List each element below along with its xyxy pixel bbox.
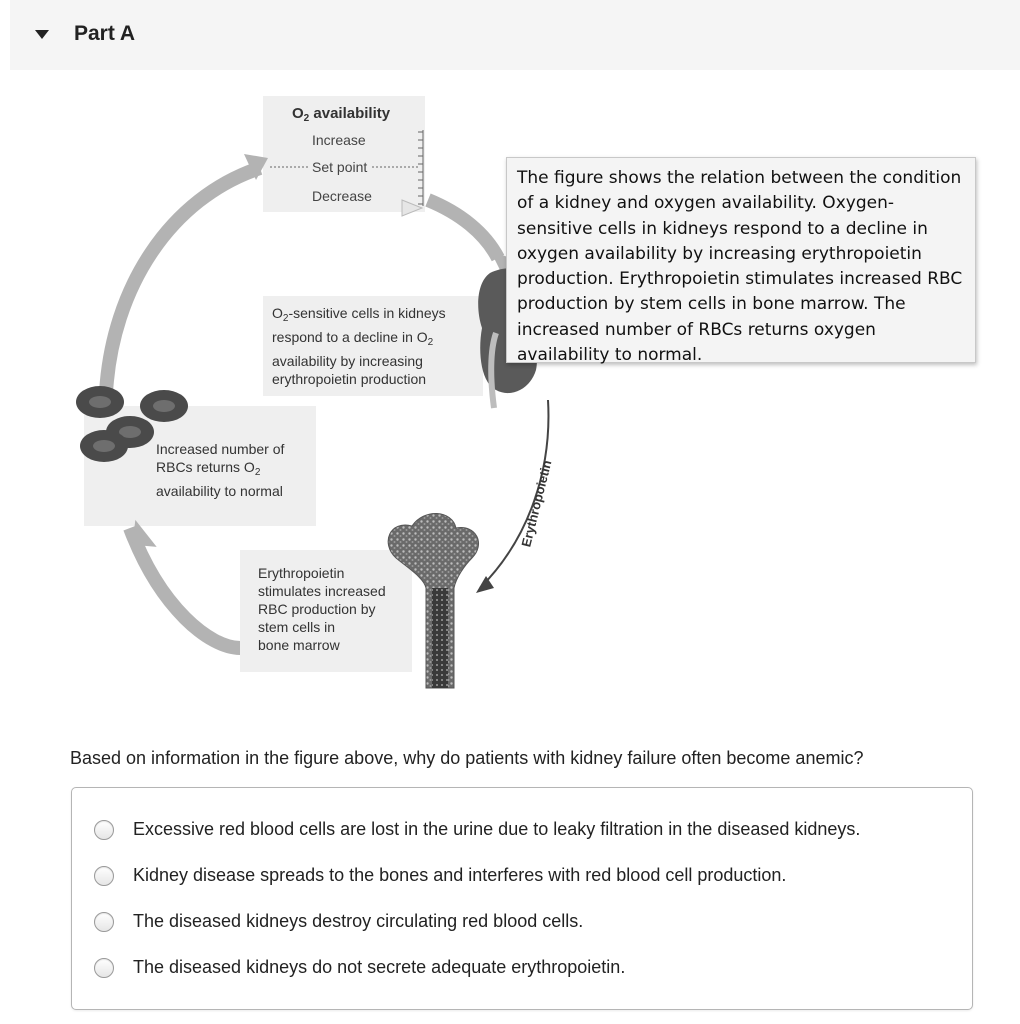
gauge-increase-label: Increase xyxy=(312,132,366,148)
part-title: Part A xyxy=(74,22,136,45)
radio-button[interactable] xyxy=(94,912,114,932)
feedback-loop-graphic xyxy=(76,96,576,689)
figure-description-tooltip: The figure shows the relation between th… xyxy=(506,157,976,365)
cycle-arrow-right-top xyxy=(425,193,505,262)
red-blood-cells xyxy=(76,386,188,462)
question-text: Based on information in the figure above… xyxy=(70,748,864,768)
radio-button[interactable] xyxy=(94,958,114,978)
part-a-header[interactable]: Part A xyxy=(10,0,1020,70)
answer-options: Excessive red blood cells are lost in th… xyxy=(71,787,973,1010)
kidney-response-box xyxy=(263,296,483,396)
answer-option-label[interactable]: Kidney disease spreads to the bones and … xyxy=(133,865,787,885)
gauge-decrease-label: Decrease xyxy=(312,188,372,204)
marrow-box xyxy=(240,550,412,672)
erythropoietin-figure: O2 availability Increase Set point Decre… xyxy=(60,88,590,698)
o2-availability-box xyxy=(263,96,425,212)
gauge-set-point-label: Set point xyxy=(312,159,368,175)
rbc-text: Increased number of RBCs returns O2 avai… xyxy=(156,441,285,499)
erythropoietin-arrow xyxy=(479,399,550,589)
caret-down-icon[interactable] xyxy=(35,30,49,39)
answer-option-label[interactable]: The diseased kidneys destroy circulating… xyxy=(133,911,584,931)
cycle-arrow-left-top xyxy=(99,161,263,394)
answer-option-4[interactable]: The diseased kidneys do not secrete adeq… xyxy=(72,948,972,988)
radio-button[interactable] xyxy=(94,820,114,840)
radio-button[interactable] xyxy=(94,866,114,886)
answer-option-3[interactable]: The diseased kidneys destroy circulating… xyxy=(72,902,972,942)
marrow-text: Erythropoietin stimulates increased RBC … xyxy=(258,565,386,653)
cycle-arrow-bottom-left xyxy=(123,525,241,655)
answer-option-label[interactable]: Excessive red blood cells are lost in th… xyxy=(133,819,861,839)
o2-availability-title: O2 availability xyxy=(292,105,391,124)
answer-option-1[interactable]: Excessive red blood cells are lost in th… xyxy=(72,810,972,850)
answer-option-2[interactable]: Kidney disease spreads to the bones and … xyxy=(72,856,972,896)
answer-option-label[interactable]: The diseased kidneys do not secrete adeq… xyxy=(133,957,626,977)
kidney-response-text: O2-sensitive cells in kidneys respond to… xyxy=(272,305,446,387)
